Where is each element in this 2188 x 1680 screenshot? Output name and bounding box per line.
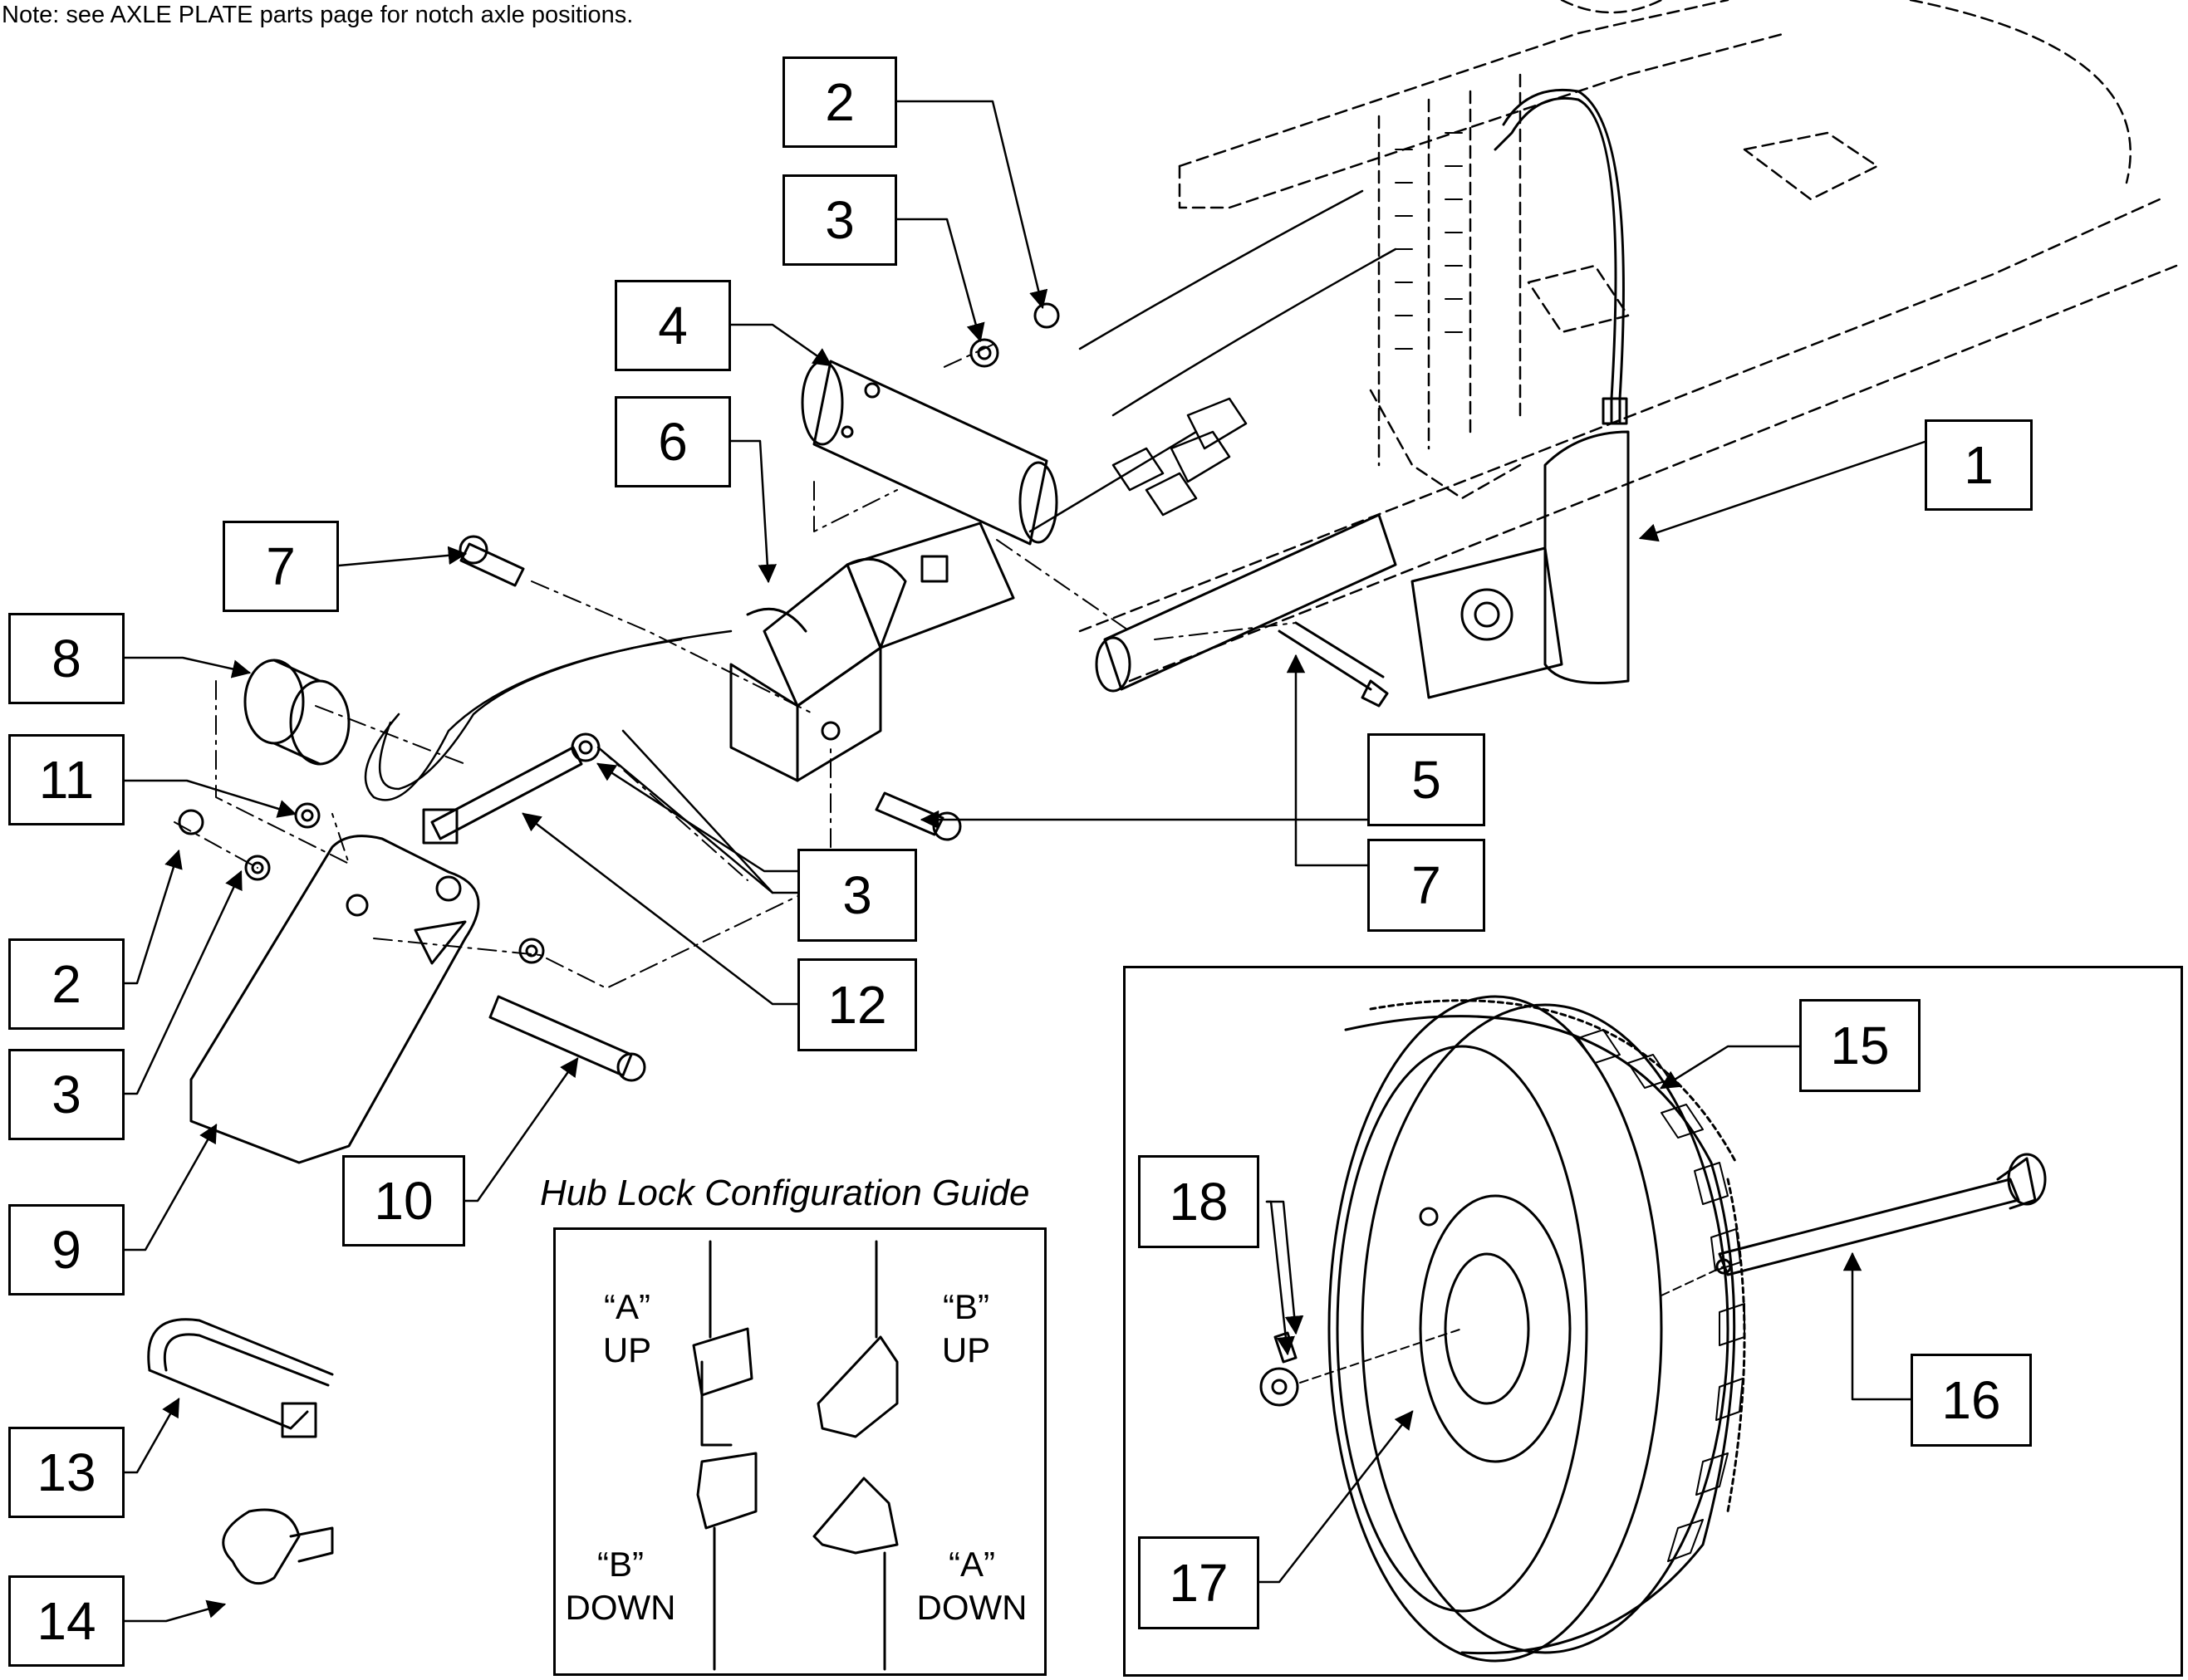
callout-6: 6 — [615, 396, 731, 487]
wheel-inset-box — [1123, 966, 2183, 1677]
callout-12: 12 — [797, 958, 917, 1051]
guide-label-a-up-letter: “A” — [604, 1287, 650, 1326]
callout-7-upper: 7 — [223, 521, 339, 612]
guide-label-b-down-dir: DOWN — [565, 1588, 676, 1627]
guide-label-a-down: “A” DOWN — [910, 1543, 1034, 1629]
alignment-lines — [174, 344, 1297, 989]
callout-3-left: 3 — [8, 1049, 125, 1140]
callout-18: 18 — [1138, 1155, 1259, 1248]
tube-part-4 — [801, 360, 1058, 546]
clamp-part-14 — [222, 1508, 334, 1585]
bolt-part-7-lower — [875, 791, 962, 841]
callout-13: 13 — [8, 1427, 125, 1518]
guide-box — [553, 1227, 1047, 1676]
guide-label-a-up-dir: UP — [602, 1330, 652, 1369]
callout-2-left: 2 — [8, 938, 125, 1030]
callout-8: 8 — [8, 613, 125, 704]
callout-1: 1 — [1925, 419, 2033, 511]
callout-5: 5 — [1367, 733, 1485, 826]
callout-2-top: 2 — [782, 56, 897, 148]
bracket-part-6 — [729, 522, 1015, 782]
callout-3-middle: 3 — [797, 849, 917, 942]
callout-10: 10 — [342, 1155, 465, 1247]
hub-lock-assembly — [1410, 88, 1630, 699]
cable-loop — [364, 629, 733, 801]
guide-label-a-up: “A” UP — [581, 1286, 673, 1372]
axle-bar — [1095, 513, 1397, 708]
callout-16: 16 — [1911, 1354, 2032, 1447]
frame-slots — [1395, 132, 1463, 350]
tread-pattern — [1577, 1029, 1745, 1562]
callout-14: 14 — [8, 1575, 125, 1667]
guide-label-b-down-letter: “B” — [597, 1545, 644, 1584]
collar-part-18 — [1259, 1328, 1463, 1407]
guide-illustration-a-up — [692, 1240, 753, 1447]
guide-label-b-up: “B” UP — [920, 1286, 1012, 1372]
guide-label-b-up-letter: “B” — [943, 1287, 989, 1326]
nuts-and-washers — [178, 302, 1060, 964]
frame-outline — [1078, 0, 2178, 683]
callout-4: 4 — [615, 280, 731, 371]
guide-label-a-down-dir: DOWN — [916, 1588, 1028, 1627]
bolt-part-12 — [422, 746, 583, 845]
bracket-lines — [596, 729, 799, 894]
axle-part-16 — [1715, 1153, 2047, 1276]
guide-label-a-down-letter: “A” — [949, 1545, 995, 1584]
parts-note: Note: see AXLE PLATE parts page for notc… — [2, 2, 634, 28]
callout-7-lower: 7 — [1367, 839, 1485, 932]
cable-tie-part-13 — [147, 1318, 334, 1438]
guide-illustration-b-down — [696, 1452, 758, 1671]
bolt-part-7-upper — [459, 535, 525, 587]
callout-11: 11 — [8, 734, 125, 825]
bumper-part-8 — [243, 659, 351, 766]
guide-label-b-down: “B” DOWN — [558, 1543, 683, 1629]
pin-part-10 — [488, 995, 646, 1082]
callout-17: 17 — [1138, 1536, 1259, 1629]
guide-illustration-b-up — [817, 1240, 899, 1438]
callout-15: 15 — [1799, 999, 1921, 1092]
lever-part-9 — [189, 835, 480, 1164]
leader-lines — [123, 100, 1926, 1623]
callout-3-top: 3 — [782, 174, 897, 266]
guide-label-b-up-dir: UP — [941, 1330, 991, 1369]
wheel-part-15 — [1327, 995, 1746, 1663]
axle-alignment-line — [1661, 1266, 1724, 1296]
callout-9: 9 — [8, 1204, 125, 1296]
cables — [1028, 189, 1397, 533]
guide-illustration-a-down — [812, 1477, 899, 1671]
guide-title: Hub Lock Configuration Guide — [540, 1173, 1030, 1213]
